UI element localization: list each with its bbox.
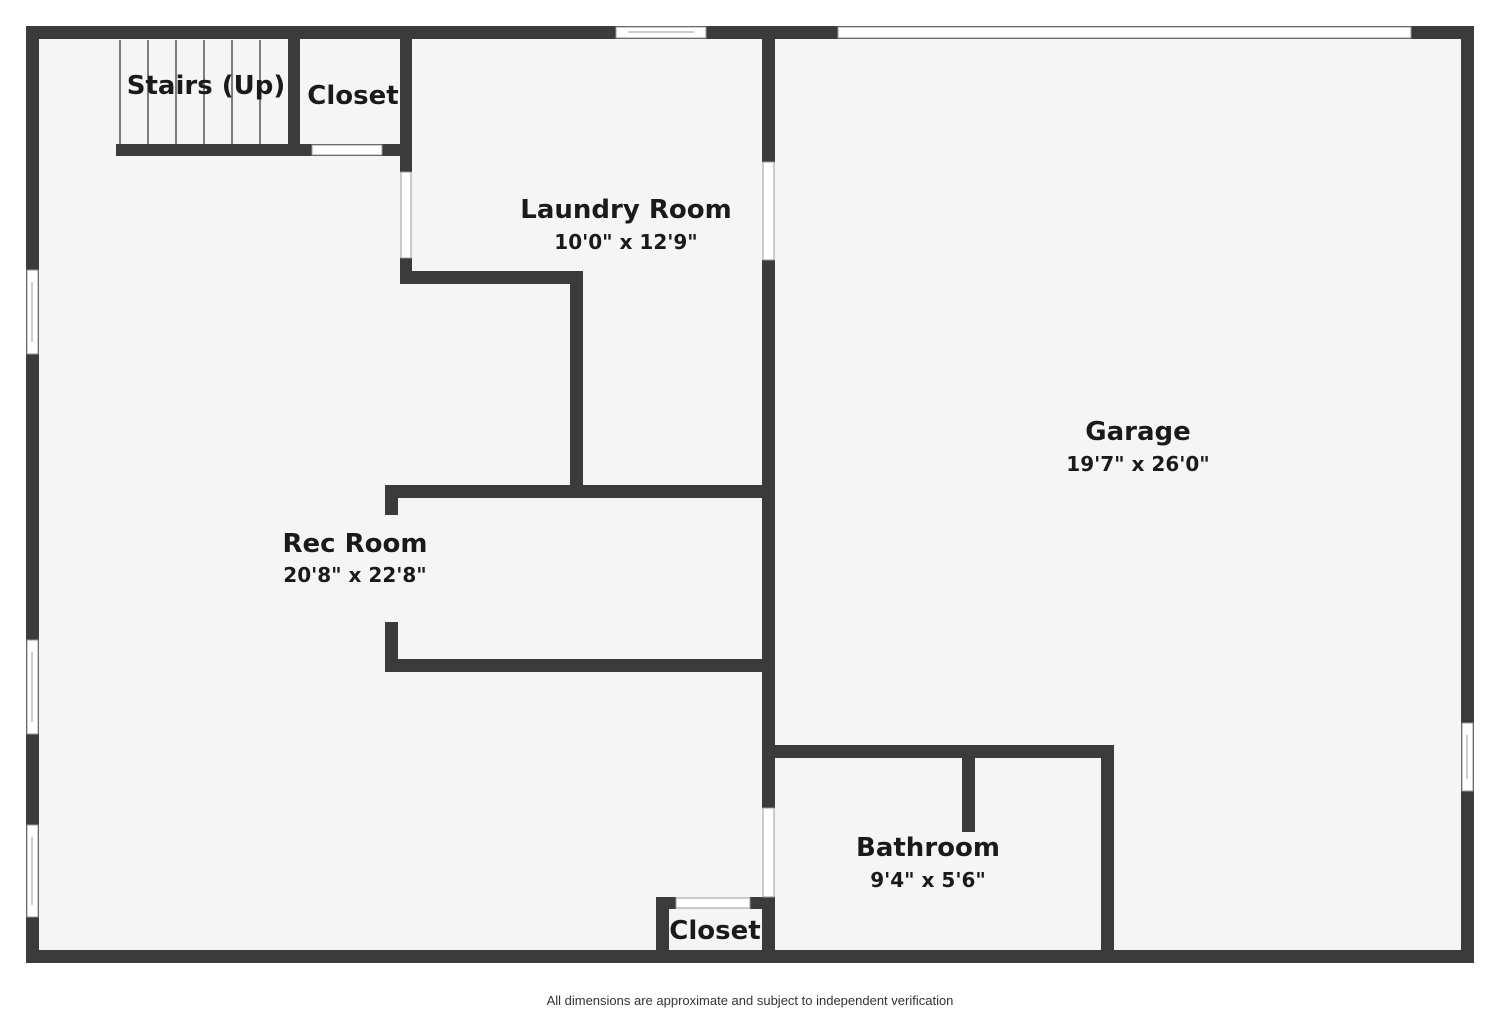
bathroom-right-wall xyxy=(1101,745,1114,957)
closet-bottom-left-wall xyxy=(656,897,669,957)
bathroom-label: Bathroom xyxy=(856,833,1000,863)
closet-bottom-top-left xyxy=(656,897,676,909)
garage-laundry-doorway xyxy=(762,161,775,261)
laundry-bottom-step-wall xyxy=(400,271,583,284)
garage-rec-doorway xyxy=(762,807,775,898)
disclaimer-note: All dimensions are approximate and subje… xyxy=(546,993,954,1008)
alcove-bottom-wall xyxy=(385,659,775,672)
closet-bottom-top-right xyxy=(750,897,775,909)
exterior-wall-right xyxy=(1461,26,1474,963)
stair-treads xyxy=(119,40,261,144)
rec-room-dims: 20'8" x 22'8" xyxy=(283,563,426,587)
alcove-left-stub-top xyxy=(385,485,398,515)
closet-bottom-door xyxy=(675,897,751,909)
laundry-label: Laundry Room xyxy=(520,195,731,225)
laundry-bottom-wall xyxy=(385,485,775,498)
garage-wall-middle xyxy=(762,260,775,808)
closet-right-wall xyxy=(400,32,412,172)
laundry-inner-wall xyxy=(570,271,583,498)
bathroom-dims: 9'4" x 5'6" xyxy=(870,868,986,892)
bathroom-stub-wall xyxy=(962,745,975,832)
exterior-wall-left xyxy=(26,26,39,963)
exterior-wall-bottom xyxy=(26,950,1474,963)
garage-wall-upper xyxy=(762,32,775,162)
bathroom-top-wall xyxy=(762,745,1114,758)
stairs-closet-divider xyxy=(288,32,300,156)
closet-door xyxy=(311,144,383,156)
openings xyxy=(26,26,1474,918)
rec-room-label: Rec Room xyxy=(283,529,428,559)
laundry-dims: 10'0" x 12'9" xyxy=(554,230,697,254)
garage-label: Garage xyxy=(1085,417,1191,447)
garage-door xyxy=(837,26,1412,39)
stairs-label: Stairs (Up) xyxy=(127,71,285,101)
closet-top-label: Closet xyxy=(307,81,398,111)
garage-wall-lower xyxy=(762,897,775,957)
closet-bottom-label: Closet xyxy=(669,916,760,946)
laundry-doorway xyxy=(400,171,412,259)
garage-dims: 19'7" x 26'0" xyxy=(1066,452,1209,476)
